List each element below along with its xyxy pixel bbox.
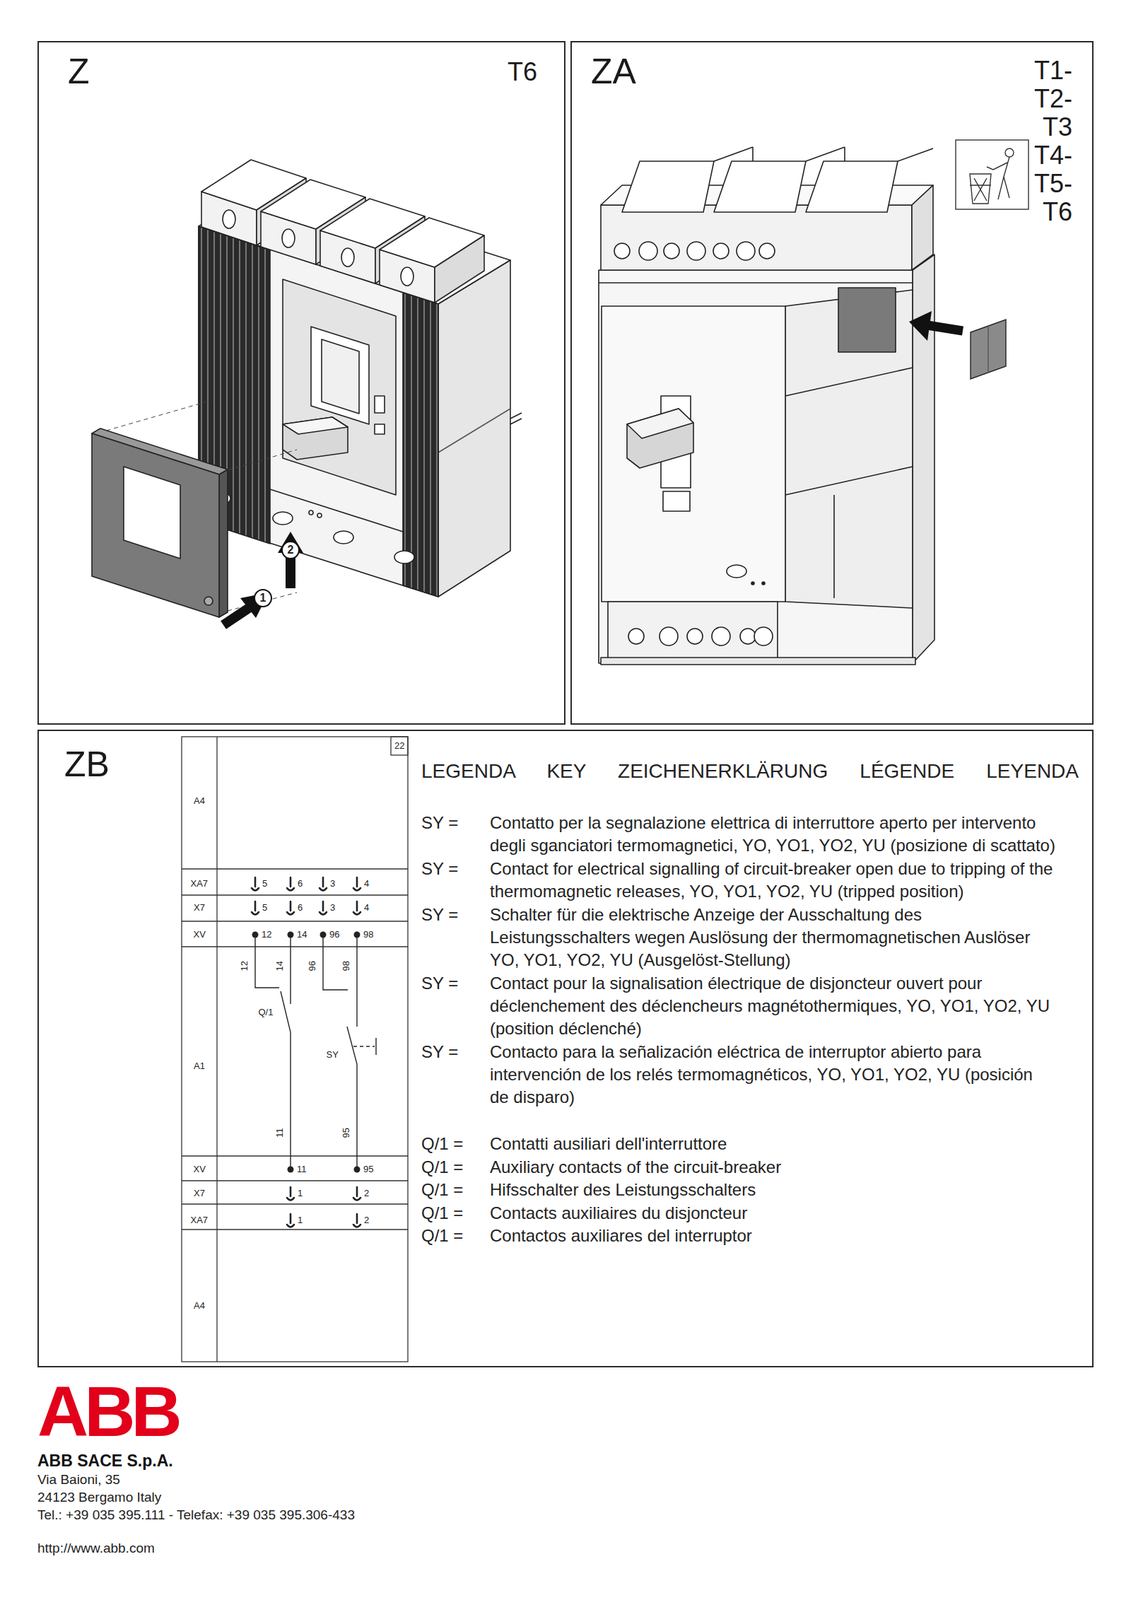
terminal-number: 3 [330,878,336,889]
figure-panel: Z T6 [37,40,566,725]
legend-definition: Contacto para la señalización eléctrica … [489,1040,1056,1109]
panel-letter: Z [67,53,90,90]
wire-number: 98 [341,960,352,971]
legend-definition: Auxiliary contacts of the circuit-breake… [489,1155,1056,1180]
wire-number: 95 [341,1127,352,1138]
wire-number: 12 [239,960,250,971]
legend-definition: Contact pour la signalisation électrique… [489,971,1056,1040]
breaker-t6 [198,159,522,597]
terminal-number: 2 [364,1188,369,1199]
legend-term: SY = [421,971,490,1040]
contact-wiring [255,937,377,1167]
legend-definition: Contatti ausiliari dell'interruttore [489,1132,1056,1156]
terminal-number: 11 [296,1164,307,1175]
legend-term: Q/1 = [421,1201,490,1226]
row-label: X7 [193,902,205,913]
connector-symbols [251,877,361,1228]
terminal-number: 95 [363,1164,374,1175]
legend-term: Q/1 = [421,1224,490,1248]
wire-number: 96 [307,960,318,971]
row-label: XA7 [190,878,209,889]
row-label: A4 [193,795,205,806]
legend-term: SY = [421,857,490,903]
callout-number: 1 [253,588,273,608]
terminal-number: 98 [363,929,374,940]
device-tag: SY [326,1049,339,1060]
terminal-number: 5 [262,878,268,889]
wiring-diagram [181,736,408,1362]
legend-definition: Contacts auxiliaires du disjoncteur [489,1201,1056,1226]
front-cover [91,428,228,618]
address-line: Via Baioni, 35 [37,1472,121,1488]
terminal-number: 1 [297,1215,303,1226]
terminal-number: 4 [364,878,369,889]
row-label: XA7 [190,1215,209,1226]
terminal-number: 2 [364,1215,369,1226]
device-tag: Q/1 [258,1007,274,1018]
legend-term: Q/1 = [421,1155,490,1180]
legend-definition: Contatto per la segnalazione elettrica d… [489,811,1056,857]
terminal-number: 6 [297,902,303,913]
legend-definition: Schalter für die elektrische Anzeige der… [489,903,1056,972]
breaker-generic [598,147,935,665]
terminal-number: 1 [297,1188,303,1199]
address-line: 24123 Bergamo Italy [37,1490,162,1505]
terminal-number: 3 [330,902,336,913]
terminal-number: 5 [262,902,268,913]
sheet-number: 22 [394,740,405,751]
legend-rows: Q/1 =Contatti ausiliari dell'interruttor… [421,1132,1079,1248]
row-label: A1 [193,1061,205,1071]
legend-definition: Hifsschalter des Leistungsschalters [489,1178,1056,1202]
disposal-icon [955,139,1029,210]
model-code: T1-T2-T3 T4-T5-T6 [1034,56,1073,227]
legend-rows: SY =Contatto per la segnalazione elettri… [421,811,1079,1109]
row-label: XV [193,1164,206,1175]
terminal-number: 4 [364,902,369,913]
terminal-number: 12 [261,929,272,940]
legend-block: LEGENDA KEY ZEICHENERKLÄRUNG LÉGENDE LEY… [421,759,1079,1248]
row-label: XV [193,929,206,940]
model-code: T6 [507,59,538,85]
figure-panel: ZA T1-T2-T3 T4-T5-T6 [570,40,1094,725]
company-name: ABB SACE S.p.A. [37,1451,174,1470]
legend-term: Q/1 = [421,1178,490,1202]
row-label: A4 [193,1300,205,1311]
website-url: http://www.abb.com [37,1540,155,1556]
assembly-arrows [223,531,304,625]
legend-term: SY = [421,811,490,857]
company-logo: ABB [37,1375,179,1447]
terminal-number: 96 [329,929,340,940]
legend-heading: LEGENDA KEY ZEICHENERKLÄRUNG LÉGENDE LEY… [421,759,1079,783]
terminal-number: 14 [296,929,307,940]
apply-arrow [909,311,963,341]
callout-number: 2 [281,540,300,560]
legend-definition: Contactos auxiliares del interruptor [489,1224,1056,1248]
terminal-number: 6 [297,878,303,889]
row-label: X7 [193,1188,205,1199]
terminal-dots [252,931,361,1173]
wire-number: 11 [274,1127,285,1138]
legend-term: Q/1 = [421,1132,490,1156]
panel-letter: ZB [64,746,110,782]
legend-term: SY = [421,903,490,972]
legend-term: SY = [421,1040,490,1109]
legend-definition: Contact for electrical signalling of cir… [489,857,1056,903]
panel-letter: ZA [590,53,637,90]
label-sticker [970,319,1006,379]
wire-number: 14 [274,960,285,971]
address-line: Tel.: +39 035 395.111 - Telefax: +39 035… [37,1507,355,1523]
